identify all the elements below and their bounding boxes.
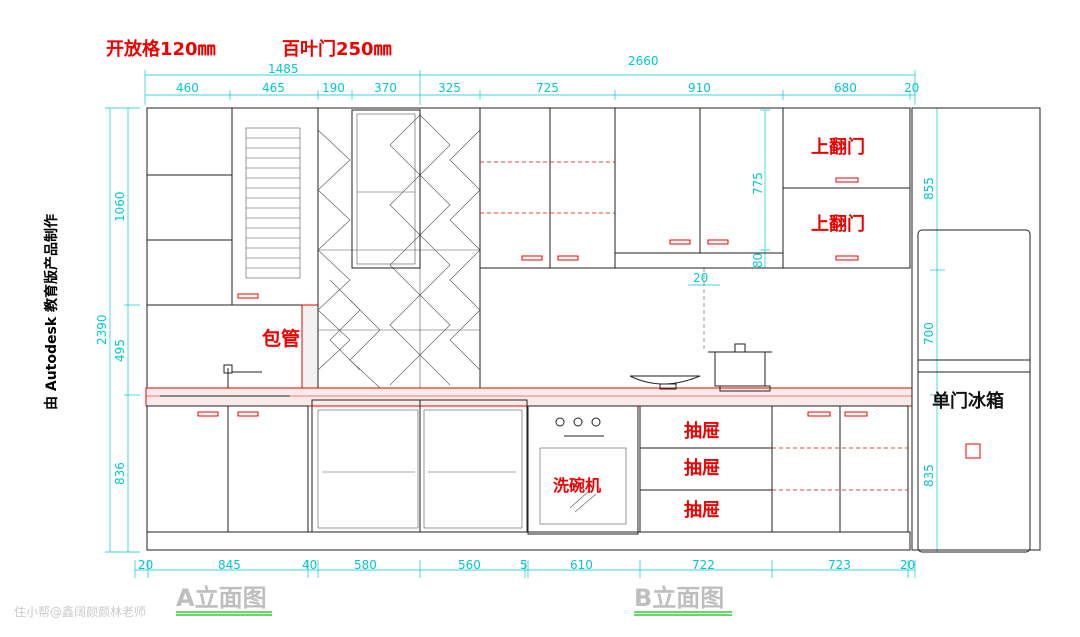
autodesk-credit: 由 Autodesk 教育版产品制作: [43, 214, 60, 410]
wok-pan: [629, 375, 701, 390]
watermark: 住小帮@鑫阔颜颜林老师: [14, 604, 146, 619]
dim-top-7: 680: [834, 81, 857, 95]
dim-bottom-8: 723: [828, 558, 851, 572]
dim-top-1: 465: [262, 81, 285, 95]
flip-door-label-2: 上翻门: [811, 213, 865, 235]
drawer-label-3: 抽屉: [684, 499, 720, 521]
dim-bottom-3: 580: [354, 558, 377, 572]
louver-door-label: 百叶门250㎜: [282, 38, 392, 60]
cabinet-handle: [844, 411, 868, 417]
dim-left-total: 2390: [95, 314, 109, 345]
dim-right-upper: 855: [922, 177, 936, 200]
dim-bottom-2: 40: [302, 558, 317, 572]
dim-bottom-9: 20: [900, 558, 915, 572]
elevation-titles: A立面图 B立面图: [176, 584, 732, 616]
dim-flip-height: 775: [751, 172, 765, 195]
annotations: 开放格120㎜ 百叶门250㎜ 上翻门 上翻门 包管 单门冰箱 抽屉 抽屉 抽屉…: [106, 38, 1004, 521]
pipe-cover-label: 包管: [262, 327, 300, 350]
dim-bottom-1: 845: [218, 558, 241, 572]
cabinet-handle: [835, 177, 859, 183]
dimension-text: 1485 2660 460 465 190 370 325 725 910 68…: [95, 54, 936, 572]
dim-bottom-6: 610: [570, 558, 593, 572]
dim-top-0: 460: [176, 81, 199, 95]
dim-flip-gap: 80: [751, 253, 765, 268]
flip-door-label-1: 上翻门: [811, 136, 865, 158]
dim-top-6: 910: [688, 81, 711, 95]
dim-top-5: 725: [536, 81, 559, 95]
dim-top-2: 190: [322, 81, 345, 95]
drawer-label-1: 抽屉: [684, 420, 720, 442]
dishwasher-label: 洗碗机: [553, 476, 601, 495]
drawer-label-2: 抽屉: [684, 457, 720, 479]
stock-pot: [708, 343, 772, 392]
dim-left-middle: 495: [113, 339, 127, 362]
cabinet-handle: [521, 255, 543, 261]
elevation-b-title: B立面图: [634, 584, 724, 612]
dim-overall-a: 1485: [268, 62, 299, 76]
dim-left-lower: 836: [113, 462, 127, 485]
cabinet-handle: [197, 411, 219, 417]
fridge-label: 单门冰箱: [932, 390, 1004, 412]
dim-bottom-0: 20: [138, 558, 153, 572]
dim-right-middle: 700: [922, 322, 936, 345]
cabinet-handle: [707, 239, 729, 245]
dimension-lines: [105, 70, 945, 578]
faucet: [160, 364, 290, 397]
dim-bottom-7: 722: [692, 558, 715, 572]
fridge: [911, 107, 1041, 553]
louver-slats: [246, 137, 300, 269]
pipe-cover-box: [301, 304, 319, 389]
cabinet-handle: [835, 255, 859, 261]
cabinet-structure: [145, 107, 1041, 553]
dim-top-3: 370: [374, 81, 397, 95]
dim-top-8: 20: [904, 81, 919, 95]
geometric-wall-panel: [317, 107, 481, 391]
open-shelf-label: 开放格120㎜: [106, 38, 216, 60]
dim-left-upper: 1060: [113, 191, 127, 222]
dim-right-lower: 835: [922, 464, 936, 487]
cabinet-handle: [237, 411, 259, 417]
dim-top-4: 325: [438, 81, 461, 95]
dim-bottom-4: 560: [458, 558, 481, 572]
dim-bottom-5: 5: [520, 558, 528, 572]
cabinet-handle: [237, 293, 259, 299]
elevation-a-title: A立面图: [176, 584, 267, 612]
countertop: [145, 387, 913, 407]
cabinet-handle: [669, 239, 691, 245]
dim-hood-gap: 20: [693, 271, 708, 285]
cabinet-handle: [557, 255, 579, 261]
cabinet-handle: [807, 411, 831, 417]
dim-overall-b: 2660: [628, 54, 659, 68]
